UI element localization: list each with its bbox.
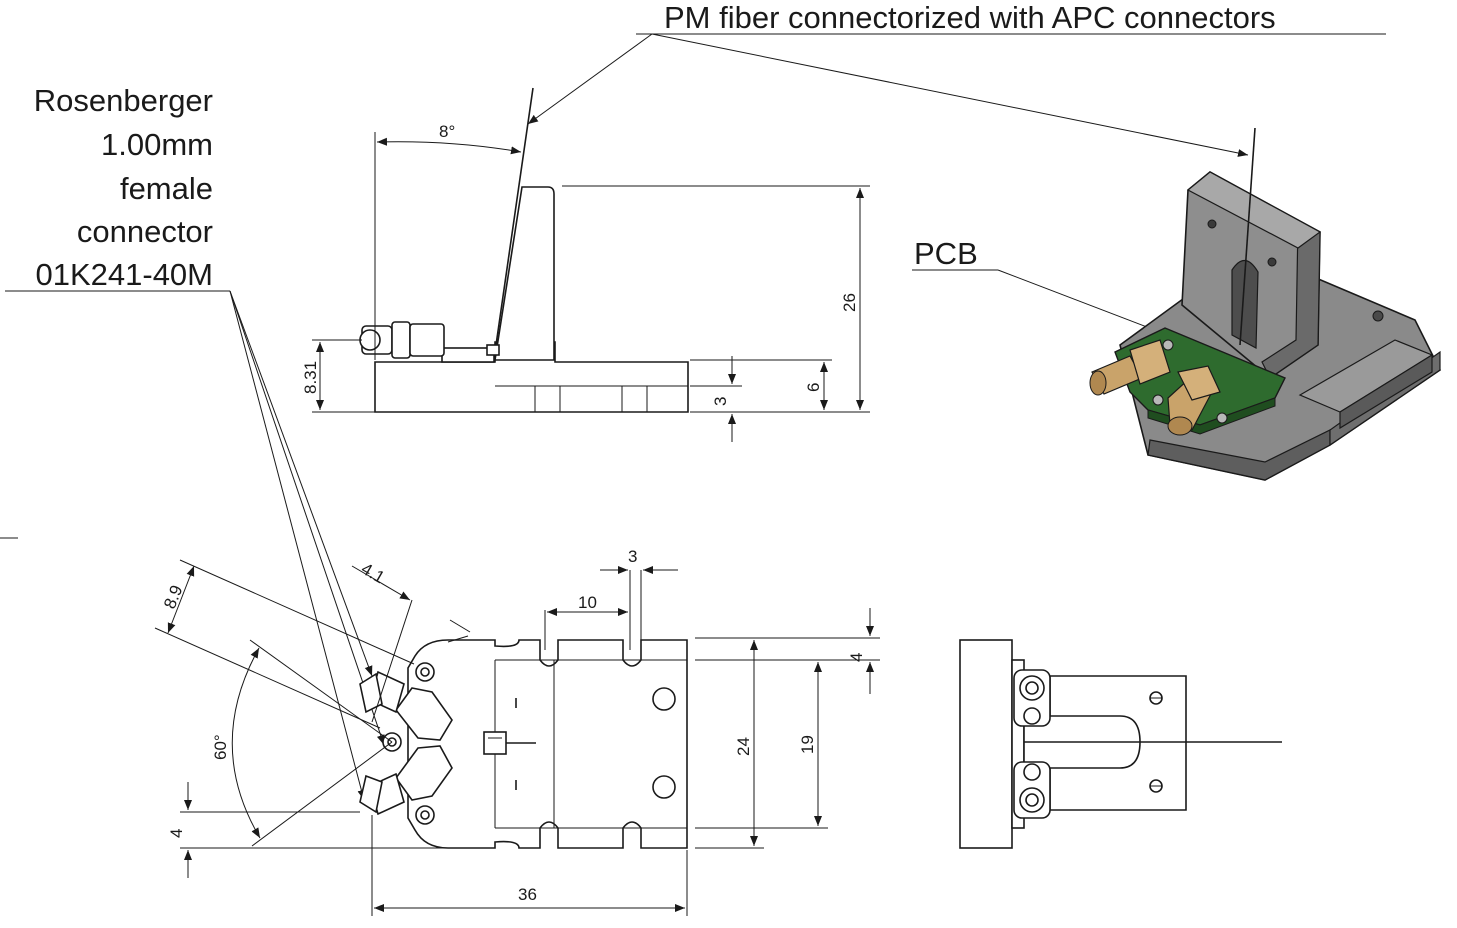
front-connector-lower xyxy=(1013,761,1051,819)
dim-top-offset-b: 4.1 xyxy=(358,559,388,587)
iso-connector-2 xyxy=(1167,365,1221,436)
iso-view xyxy=(1089,127,1442,481)
dim-side-connector-height: 8.31 xyxy=(301,361,320,394)
dim-top-width: 36 xyxy=(518,885,537,904)
dim-top-height-inner: 19 xyxy=(798,735,817,754)
pcb-callout: PCB xyxy=(912,236,1161,333)
side-view: 8° 8.31 26 6 3 xyxy=(301,87,870,442)
fiber-callout-label: PM fiber connectorized with APC connecto… xyxy=(664,0,1276,35)
iso-connector-1 xyxy=(1089,339,1171,396)
top-connector-lower xyxy=(359,745,453,816)
connector-callout-line-2: 1.00mm xyxy=(101,127,213,162)
connector-callout-line-3: female xyxy=(120,171,213,206)
connector-callout-line-5: 01K241-40M xyxy=(35,257,213,292)
connector-callout-line-4: connector xyxy=(77,214,213,249)
connector-callout: Rosenberger 1.00mm female connector 01K2… xyxy=(0,83,385,801)
side-connector xyxy=(359,321,445,359)
pcb-callout-label: PCB xyxy=(914,236,978,271)
top-view: 36 24 19 4 10 3 4 60° xyxy=(154,547,880,916)
connector-callout-line-1: Rosenberger xyxy=(34,83,213,118)
dim-top-slot-top: 4 xyxy=(847,653,866,662)
dim-top-slot-spacing: 10 xyxy=(578,593,597,612)
dim-top-height-outer: 24 xyxy=(734,737,753,756)
dim-side-height-base: 3 xyxy=(711,397,730,406)
dim-side-height-step: 6 xyxy=(804,383,823,392)
front-view xyxy=(959,639,1282,849)
front-connector-upper xyxy=(1013,669,1051,727)
dim-top-slot-bottom-left: 4 xyxy=(167,829,186,838)
dim-top-offset-a: 8.9 xyxy=(160,582,186,611)
dim-side-angle: 8° xyxy=(439,122,455,141)
dim-top-slot-width: 3 xyxy=(628,547,637,566)
dim-top-connector-angle: 60° xyxy=(211,734,230,760)
dim-side-height-total: 26 xyxy=(840,293,859,312)
fiber-callout: PM fiber connectorized with APC connecto… xyxy=(527,0,1386,157)
